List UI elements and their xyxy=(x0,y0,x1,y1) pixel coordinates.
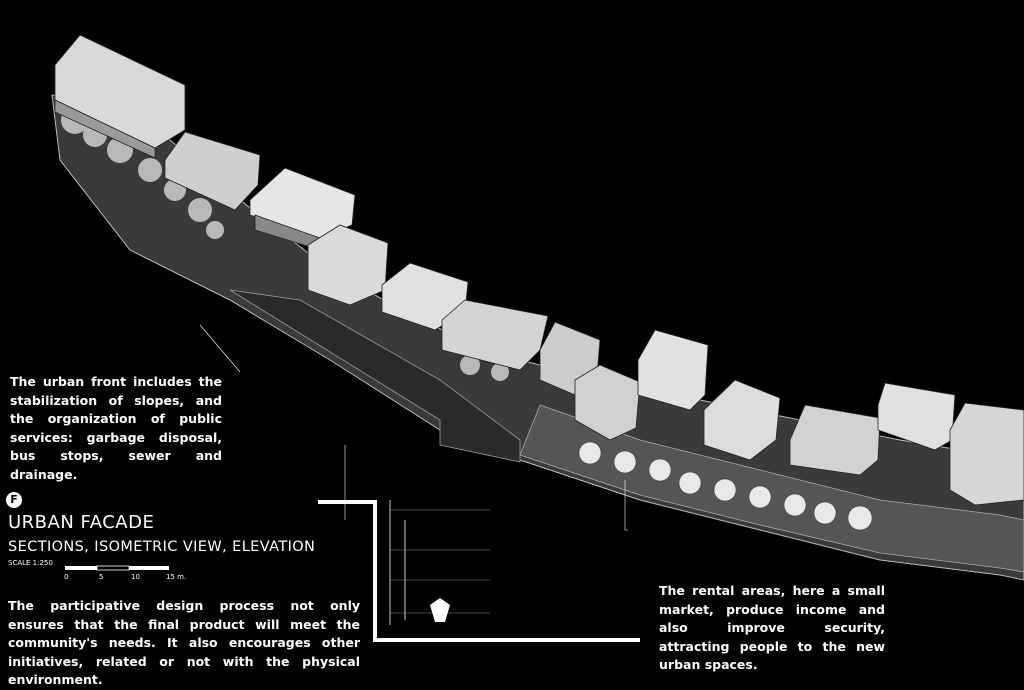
scale-label: SCALE 1:250 xyxy=(8,559,53,567)
house xyxy=(54,34,186,159)
house xyxy=(949,402,1024,506)
house xyxy=(164,131,261,211)
houses xyxy=(54,34,1024,506)
participative-note: The participative design process not onl… xyxy=(8,598,360,687)
leader-lines xyxy=(199,324,628,531)
section-drawing xyxy=(318,500,640,642)
house xyxy=(574,364,641,441)
scale-tick: 5 xyxy=(99,573,104,581)
retaining-wall xyxy=(229,289,521,463)
scale-tick: 15 m. xyxy=(166,573,187,581)
rental-areas-note: The rental areas, here a small market, p… xyxy=(659,583,885,672)
urban-front-note: The urban front includes the stabilizati… xyxy=(10,374,222,482)
house xyxy=(789,404,881,476)
street-band xyxy=(519,404,1024,573)
isometric-drawing xyxy=(51,34,1024,642)
house xyxy=(637,329,709,411)
page-title: URBAN FACADE xyxy=(8,512,155,533)
page-subtitle: SECTIONS, ISOMETRIC VIEW, ELEVATION xyxy=(8,539,316,555)
scale-tick: 0 xyxy=(64,573,69,581)
house xyxy=(249,167,356,251)
scale-bar xyxy=(65,565,169,571)
street-trees xyxy=(578,441,873,531)
scale-tick: 10 xyxy=(131,573,140,581)
house xyxy=(703,379,781,461)
section-badge: F xyxy=(6,492,22,508)
